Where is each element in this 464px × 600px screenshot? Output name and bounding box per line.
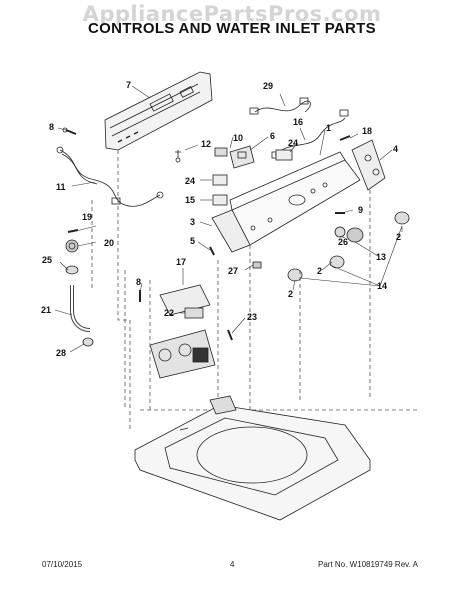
callout-2-middle: 2 [317,266,322,276]
callout-15: 15 [185,195,195,205]
clip-27 [252,261,262,269]
callout-24: 24 [288,138,298,148]
callout-7: 7 [126,80,131,90]
clamp-28 [82,337,94,347]
footer-page-number: 4 [230,560,235,569]
page-title: CONTROLS AND WATER INLET PARTS [88,20,376,37]
callout-1: 1 [326,123,331,133]
callout-25: 25 [42,255,52,265]
switch-24-top [275,149,293,161]
callout-8: 8 [49,122,54,132]
water-valve-17 [149,284,216,379]
callout-27: 27 [228,266,238,276]
screw-23 [227,329,233,341]
wire-harness-11 [56,146,164,207]
end-cap-4 [351,139,386,191]
valve-22 [184,307,204,319]
nut-25 [65,265,79,275]
callout-23: 23 [247,312,257,322]
screw-18 [339,135,351,141]
assembly-dashed-lines [91,150,420,430]
washer-top-cabinet [134,395,371,521]
callout-18: 18 [362,126,372,136]
callout-5: 5 [190,236,195,246]
knob-13 [346,227,364,243]
callout-13: 13 [376,252,386,262]
callout-17: 17 [176,257,186,267]
control-board-10 [214,147,228,157]
rear-console-panel [104,71,213,151]
control-board-6 [229,145,255,169]
callout-16: 16 [293,117,303,127]
callout-20: 20 [104,238,114,248]
callout-2-bottom: 2 [288,289,293,299]
callout-26: 26 [338,237,348,247]
switch-24-left [212,174,228,186]
console-1 [229,151,361,246]
screw-8-top [62,127,77,135]
callout-14: 14 [377,281,387,291]
wire-harness-29 [249,97,311,115]
callout-28: 28 [56,348,66,358]
callout-6: 6 [270,131,275,141]
knob-2-right [394,211,410,225]
inlet-fitting-20 [65,239,79,253]
callout-22: 22 [164,308,174,318]
clip-12 [175,150,181,163]
hose-21 [70,285,91,332]
callout-11: 11 [56,182,66,192]
knob-26 [334,226,346,238]
callout-9: 9 [358,205,363,215]
callout-8-lower: 8 [136,277,141,287]
callout-10: 10 [233,133,243,143]
footer-part-number: Part No. W10819749 Rev. A [318,560,418,569]
callout-24-left: 24 [185,176,195,186]
watermark-text: AppliancePartsPros.com [82,2,382,26]
callout-4: 4 [393,144,398,154]
callout-21: 21 [41,305,51,315]
callout-2-right: 2 [396,232,401,242]
callout-29: 29 [263,81,273,91]
callout-19: 19 [82,212,92,222]
callout-leaders [54,85,403,353]
callout-3: 3 [190,217,195,227]
screw-5 [209,246,215,256]
callout-12: 12 [201,139,211,149]
washer-19 [67,229,79,233]
switch-15 [212,194,228,206]
footer-date: 07/10/2015 [42,560,83,569]
